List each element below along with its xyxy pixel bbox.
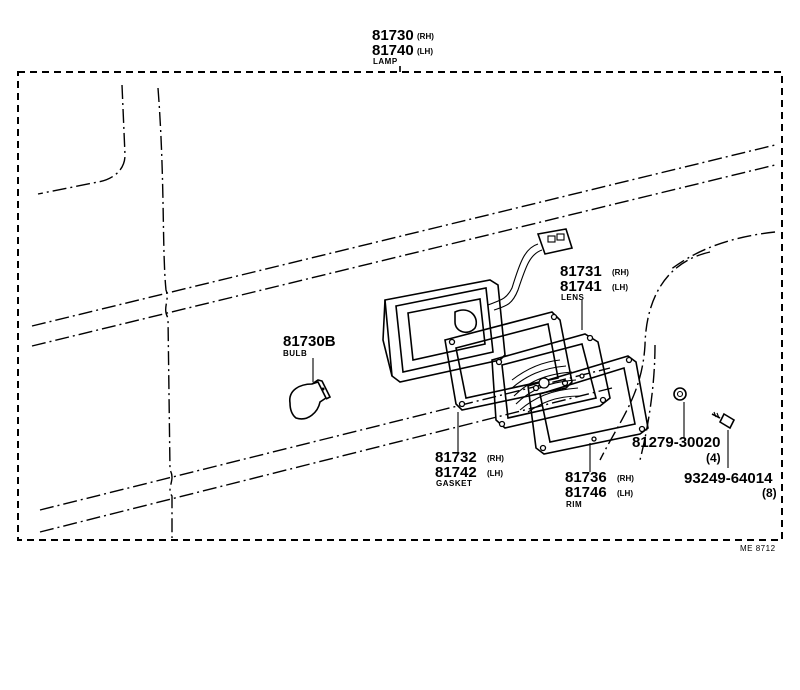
label-nut: 81279-30020 (4) xyxy=(632,434,721,465)
lens-label: LENS xyxy=(561,293,585,302)
rim-label: RIM xyxy=(566,500,582,509)
bulb-icon xyxy=(289,379,332,420)
screw-qty: (8) xyxy=(762,486,777,500)
label-bulb: 81730B BULB xyxy=(283,333,336,358)
lens-pn-rh: 81731 xyxy=(560,263,602,280)
bulb-label: BULB xyxy=(283,349,307,358)
lens-suffix-lh: (LH) xyxy=(612,283,628,292)
label-rim: 81736 (RH) 81746 (LH) RIM xyxy=(565,469,634,509)
bulb-pn: 81730B xyxy=(283,333,336,350)
gasket xyxy=(444,311,573,411)
rim-pn-lh: 81746 xyxy=(565,484,607,501)
gasket-suffix-lh: (LH) xyxy=(487,469,503,478)
figure-reference: ME 8712 xyxy=(740,544,776,553)
label-gasket: 81732 (RH) 81742 (LH) GASKET xyxy=(435,449,504,488)
leader-lines xyxy=(312,300,729,472)
lamp-label: LAMP xyxy=(373,57,398,66)
label-screw: 93249-64014 (8) xyxy=(684,470,777,500)
lamp-housing xyxy=(382,228,574,383)
nut-qty: (4) xyxy=(706,451,721,465)
nut-icon xyxy=(673,387,687,401)
gasket-pn-rh: 81732 xyxy=(435,449,477,466)
assembly-frame xyxy=(17,66,783,541)
vehicle-body-outline xyxy=(31,84,776,538)
rim-pn-rh: 81736 xyxy=(565,469,607,486)
lamp-suffix-lh: (LH) xyxy=(417,47,433,56)
gasket-label: GASKET xyxy=(436,479,472,488)
lamp-pn-lh: 81740 xyxy=(372,42,414,59)
screw-icon xyxy=(711,411,736,430)
screw-pn: 93249-64014 xyxy=(684,470,773,487)
lens xyxy=(491,333,611,429)
gasket-pn-lh: 81742 xyxy=(435,464,477,481)
lamp-pn-rh: 81730 xyxy=(372,27,414,44)
rim-suffix-lh: (LH) xyxy=(617,489,633,498)
gasket-suffix-rh: (RH) xyxy=(487,454,504,463)
label-lamp: 81730 (RH) 81740 (LH) LAMP xyxy=(372,27,434,66)
rim xyxy=(527,355,649,455)
lens-pn-lh: 81741 xyxy=(560,278,602,295)
rim-suffix-rh: (RH) xyxy=(617,474,634,483)
nut-pn: 81279-30020 xyxy=(632,434,720,451)
label-lens: 81731 (RH) 81741 (LH) LENS xyxy=(560,263,629,302)
lamp-suffix-rh: (RH) xyxy=(417,32,434,41)
lens-suffix-rh: (RH) xyxy=(612,268,629,277)
